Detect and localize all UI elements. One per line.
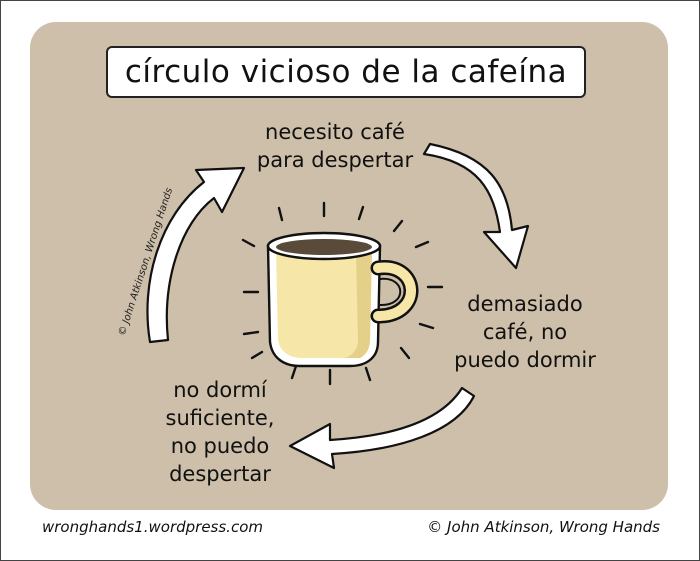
title-box: círculo vicioso de la cafeína <box>106 46 586 98</box>
comic-title: círculo vicioso de la cafeína <box>124 54 568 90</box>
label-need-coffee: necesito café para despertar <box>256 120 414 172</box>
arrow-icon <box>422 142 530 270</box>
glow-lines <box>241 201 444 386</box>
arrow-icon <box>288 386 476 470</box>
coffee-mug-icon <box>266 231 419 368</box>
footer-credit: © John Atkinson, Wrong Hands <box>427 518 660 536</box>
site-url: wronghands1.wordpress.com <box>42 518 263 536</box>
label-too-much-coffee: demasiado café, no puedo dormir <box>454 292 596 372</box>
arrow-icon <box>146 166 246 344</box>
label-no-sleep: no dormí suficiente, no puedo despertar <box>165 378 275 486</box>
